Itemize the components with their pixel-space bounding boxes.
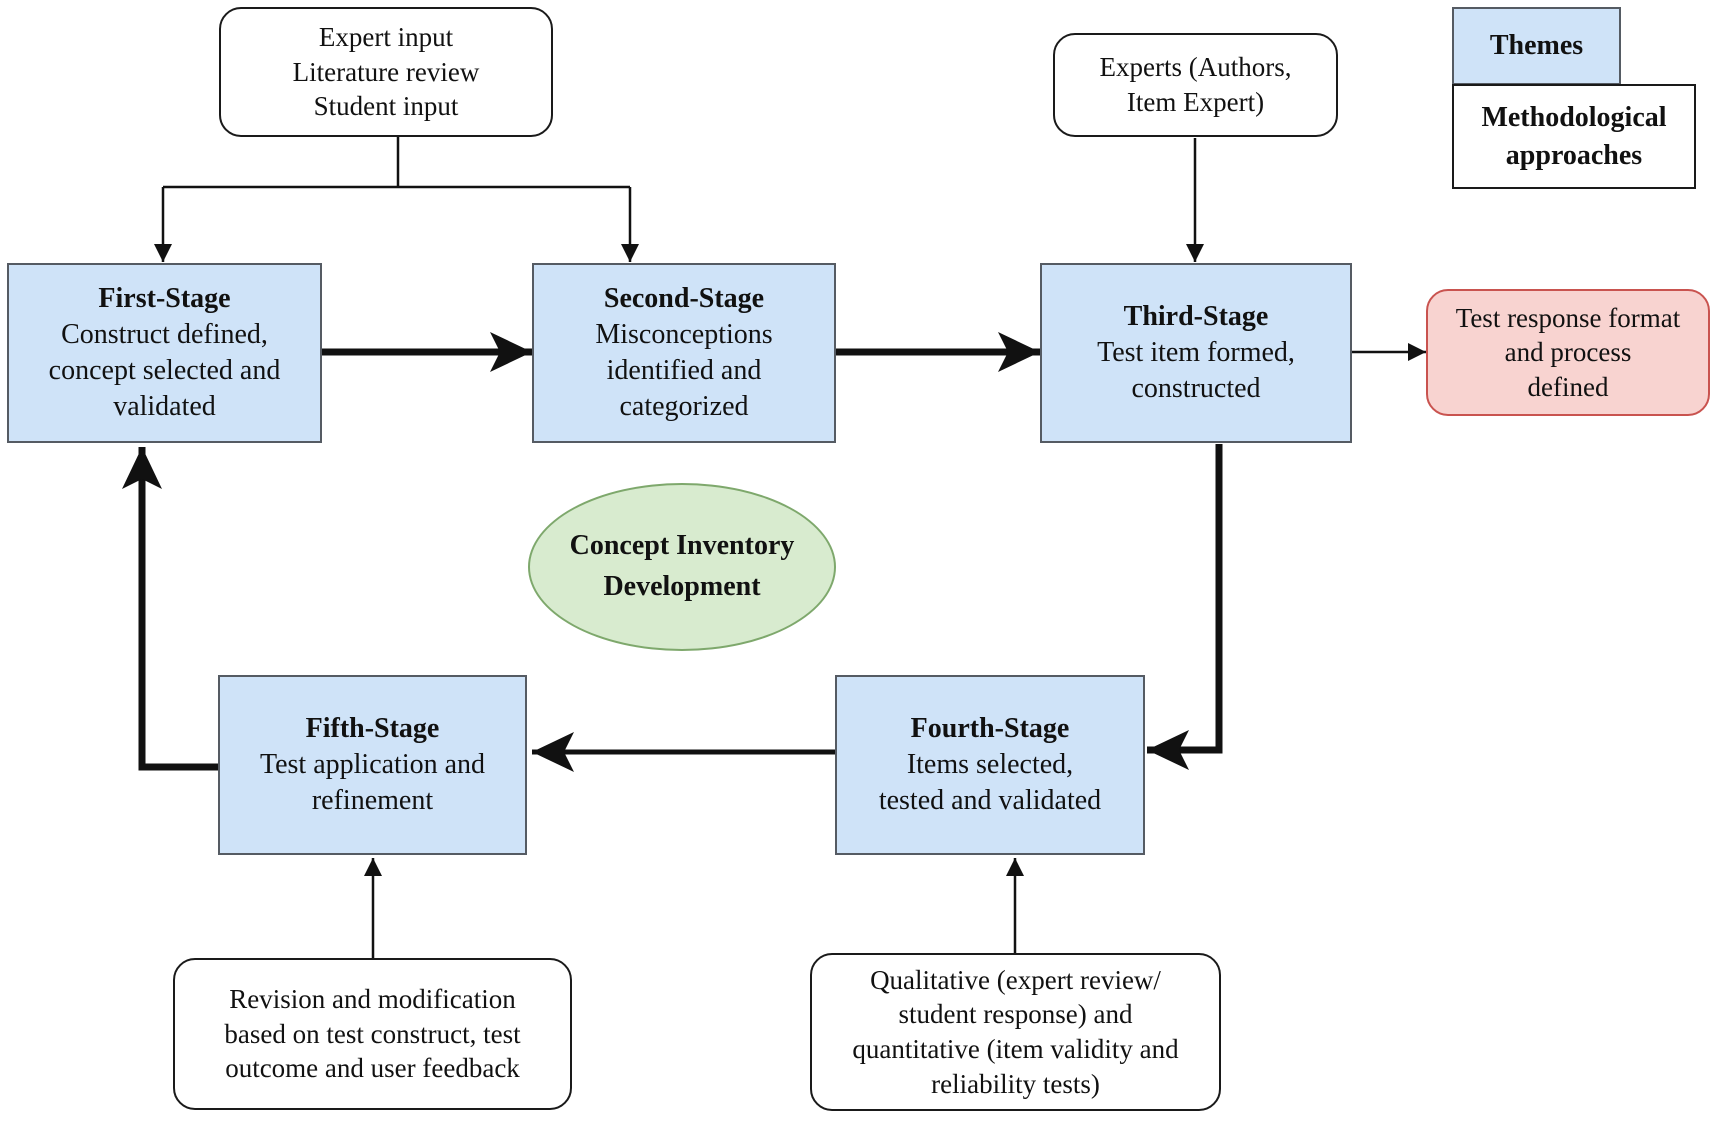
experts-line-2: Item Expert) (1126, 87, 1265, 117)
output-line-3: defined (1527, 371, 1609, 402)
test-response-format-box: Test response format and process defined (1426, 289, 1710, 416)
output-line-1: Test response format (1455, 302, 1681, 333)
revision-line-1: Revision and modification (229, 984, 516, 1015)
legend-themes-label: Themes (1489, 30, 1584, 61)
first-stage-line-1: Construct defined, (61, 319, 268, 351)
fourth-stage-title: Fourth-Stage (910, 713, 1070, 745)
qualitative-line-2: student response) and (898, 999, 1133, 1030)
input-line-3: Student input (313, 91, 459, 122)
third-stage-box: Third-Stage Test item formed, constructe… (1040, 263, 1352, 443)
experts-input-box: Experts (Authors, Item Expert) (1053, 33, 1338, 137)
qualitative-quantitative-box: Qualitative (expert review/ student resp… (810, 953, 1221, 1111)
first-stage-box: First-Stage Construct defined, concept s… (7, 263, 322, 443)
first-stage-line-3: validated (113, 390, 216, 422)
third-stage-line-2: constructed (1131, 372, 1261, 404)
input-line-1: Expert input (318, 22, 454, 53)
output-line-2: and process (1504, 337, 1632, 368)
revision-line-3: outcome and user feedback (225, 1053, 520, 1084)
second-stage-title: Second-Stage (603, 283, 765, 315)
center-line-2: Development (603, 571, 761, 602)
input-to-stage-1-2-connector (154, 136, 639, 262)
stage-3-to-4-arrow (1147, 444, 1223, 770)
second-stage-box: Second-Stage Misconceptions identified a… (532, 263, 836, 443)
fourth-stage-box: Fourth-Stage Items selected, tested and … (835, 675, 1145, 855)
fourth-stage-line-2: tested and validated (878, 784, 1102, 816)
fourth-stage-line-1: Items selected, (906, 749, 1074, 781)
second-stage-line-1: Misconceptions (595, 319, 773, 351)
second-stage-line-3: categorized (619, 390, 749, 422)
qualitative-line-1: Qualitative (expert review/ (870, 964, 1161, 995)
stage-5-to-1-arrow (122, 447, 218, 771)
fifth-stage-line-2: refinement (311, 784, 434, 816)
legend-methodological-box: Methodological approaches (1452, 84, 1696, 189)
revision-line-2: based on test construct, test (224, 1018, 521, 1049)
concept-inventory-ellipse: Concept Inventory Development (528, 483, 836, 651)
legend-methodological-line-2: approaches (1505, 139, 1643, 171)
qualitative-line-4: reliability tests) (931, 1068, 1100, 1099)
legend-themes-box: Themes (1452, 7, 1621, 85)
input-line-2: Literature review (292, 56, 480, 87)
fifth-stage-title: Fifth-Stage (305, 713, 440, 745)
qualitative-line-3: quantitative (item validity and (852, 1034, 1179, 1064)
third-stage-line-1: Test item formed, (1097, 337, 1295, 369)
fifth-stage-box: Fifth-Stage Test application and refinem… (218, 675, 527, 855)
fifth-stage-line-1: Test application and (259, 749, 486, 781)
center-line-1: Concept Inventory (569, 530, 795, 562)
second-stage-line-2: identified and (606, 355, 762, 386)
experts-line-1: Experts (Authors, (1099, 52, 1292, 83)
first-stage-line-2: concept selected and (48, 355, 281, 386)
first-stage-title: First-Stage (98, 283, 231, 315)
revision-modification-box: Revision and modification based on test … (173, 958, 572, 1110)
expert-literature-student-input-box: Expert input Literature review Student i… (219, 7, 553, 137)
third-stage-title: Third-Stage (1123, 301, 1269, 333)
legend-methodological-line-1: Methodological (1481, 101, 1667, 133)
